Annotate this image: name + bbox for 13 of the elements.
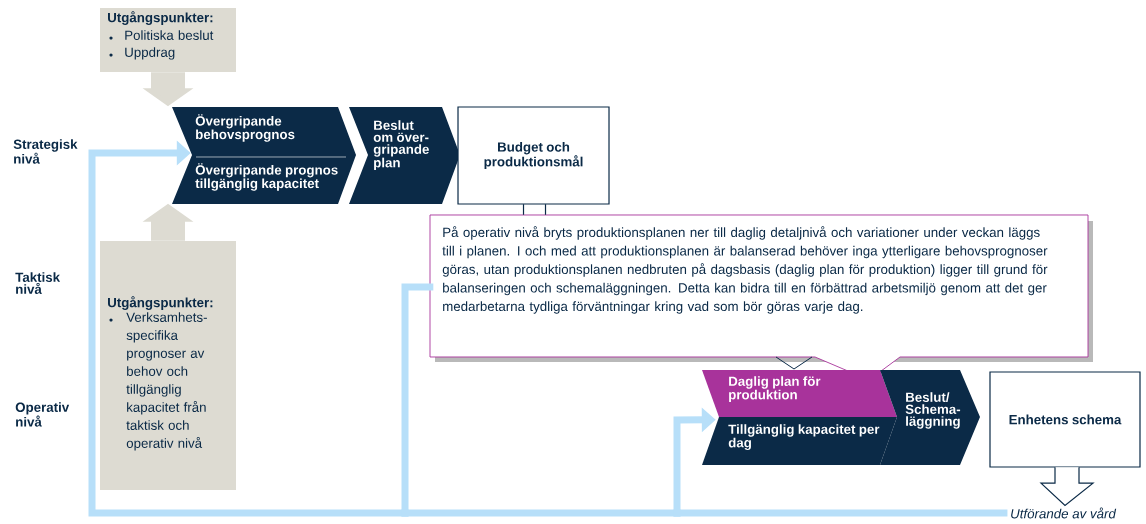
block-arrow: [1039, 466, 1095, 507]
level-label: Operativ nivå: [15, 402, 70, 427]
node-label: Tillgänglig kapacitet per dag: [728, 424, 880, 451]
connector-line: [544, 203, 547, 216]
input-box: Utgångspunkter: Verksamhets-specifika prognoser av behov och tillgänglig kapacitet från taktisk och operativ nivå: [100, 241, 236, 490]
input-box: Utgångspunkter: Politiska beslut Uppdrag: [100, 8, 236, 72]
outcome-label: Utförande av vård: [1011, 507, 1117, 519]
feedback-line: [401, 283, 434, 517]
result-box: Enhetens schema: [989, 371, 1141, 468]
level-label: Strategisk nivå: [13, 139, 78, 164]
connector-line: [522, 203, 525, 216]
level-label: Taktisk nivå: [15, 272, 61, 294]
target-box: Budget och produktionsmål: [457, 106, 610, 205]
